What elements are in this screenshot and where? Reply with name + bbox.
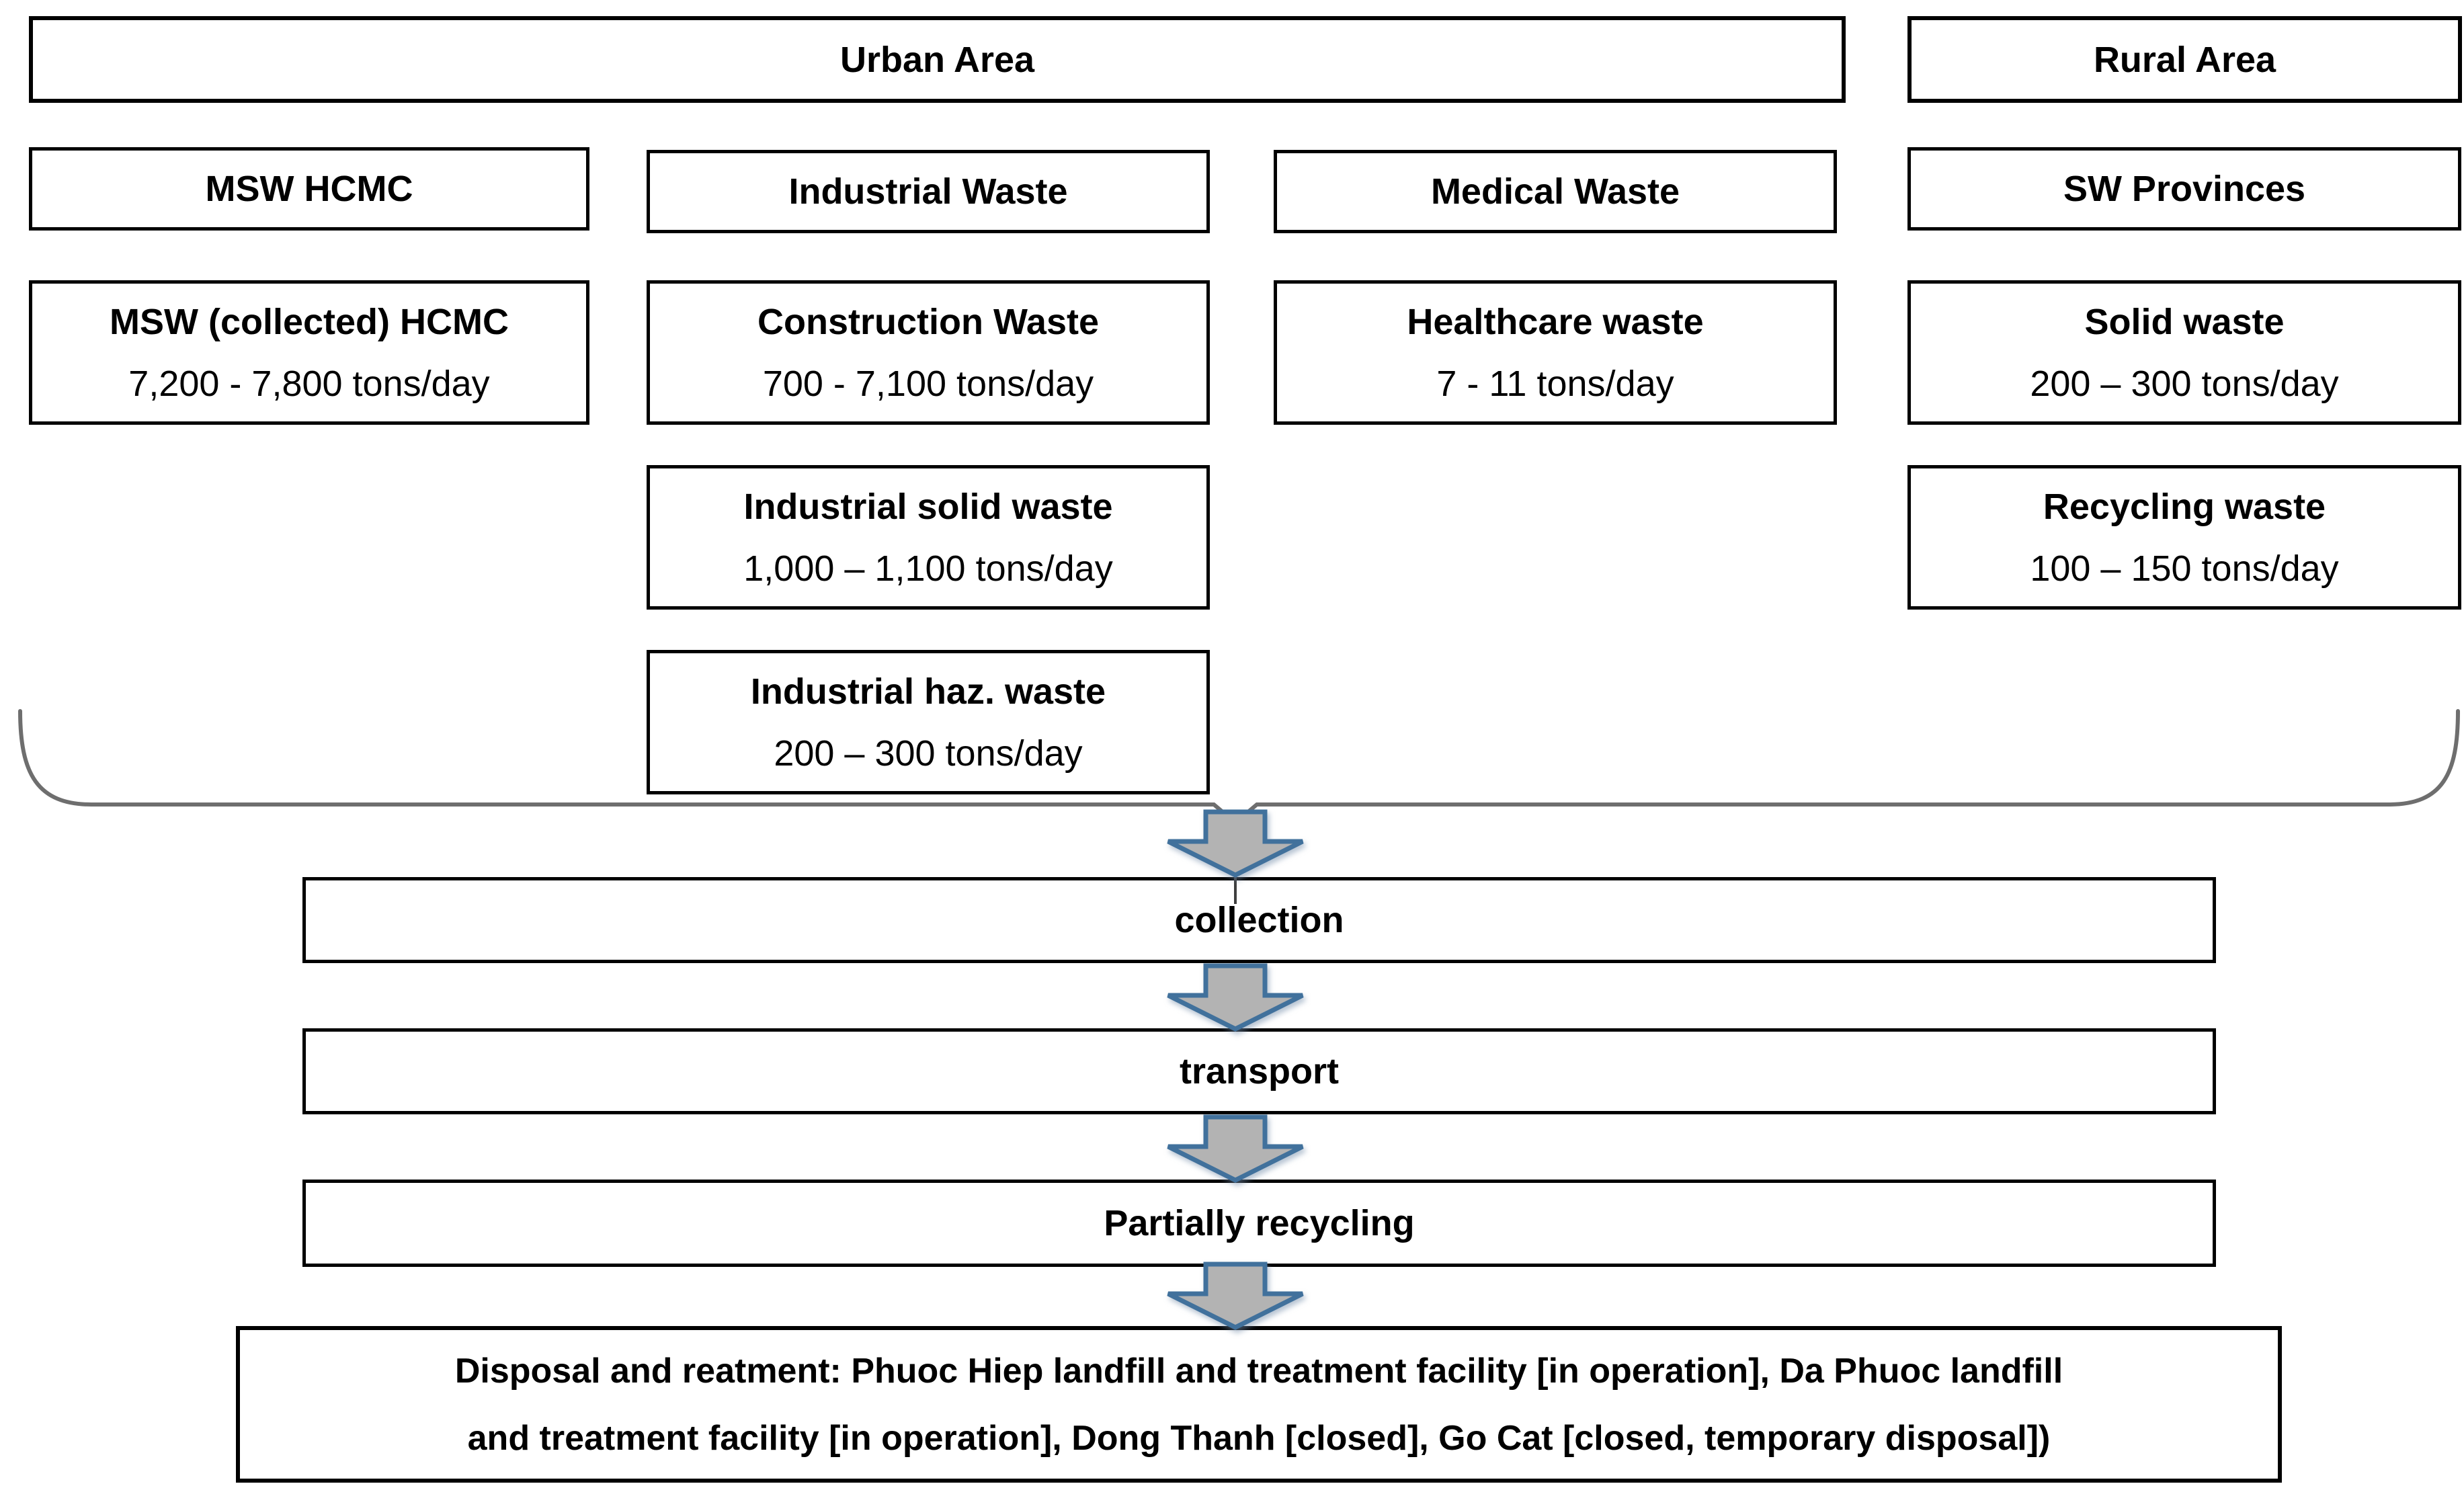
flow-step-label: collection	[1174, 900, 1344, 940]
box-value: 700 - 7,100 tons/day	[762, 363, 1094, 404]
box-msw-collected: MSW (collected) HCMC 7,200 - 7,800 tons/…	[29, 280, 589, 425]
down-arrow-icon	[1167, 1114, 1304, 1183]
brace-connector	[18, 709, 2460, 825]
flow-box-transport: transport	[302, 1028, 2216, 1114]
down-arrow-icon	[1167, 1262, 1304, 1330]
box-industrial-haz-waste: Industrial haz. waste 200 – 300 tons/day	[647, 650, 1210, 794]
rural-area-box: Rural Area	[1907, 16, 2462, 103]
urban-area-box: Urban Area	[29, 16, 1846, 103]
header-label: Medical Waste	[1430, 171, 1680, 212]
box-recycling-waste: Recycling waste 100 – 150 tons/day	[1907, 465, 2461, 610]
box-construction-waste: Construction Waste 700 - 7,100 tons/day	[647, 280, 1210, 425]
box-value: 100 – 150 tons/day	[2030, 548, 2339, 589]
header-label: Industrial Waste	[788, 171, 1068, 212]
box-title: Construction Waste	[757, 301, 1100, 342]
box-value: 200 – 300 tons/day	[2030, 363, 2339, 404]
header-industrial-waste: Industrial Waste	[647, 150, 1210, 233]
flow-box-collection: collection	[302, 877, 2216, 963]
header-label: MSW HCMC	[205, 169, 413, 209]
box-solid-waste: Solid waste 200 – 300 tons/day	[1907, 280, 2461, 425]
box-value: 200 – 300 tons/day	[774, 733, 1083, 774]
box-title: Recycling waste	[2043, 486, 2326, 527]
disposal-text-line: Disposal and reatment: Phuoc Hiep landfi…	[454, 1351, 2063, 1391]
box-title: Healthcare waste	[1407, 301, 1704, 342]
header-msw-hcmc: MSW HCMC	[29, 147, 589, 231]
box-title: Solid waste	[2084, 301, 2285, 342]
header-label: SW Provinces	[2063, 169, 2306, 209]
flow-step-label: transport	[1179, 1051, 1339, 1091]
box-value: 7 - 11 tons/day	[1436, 363, 1674, 404]
disposal-treatment-box: Disposal and reatment: Phuoc Hiep landfi…	[236, 1326, 2282, 1483]
box-value: 1,000 – 1,100 tons/day	[743, 548, 1113, 589]
box-industrial-solid-waste: Industrial solid waste 1,000 – 1,100 ton…	[647, 465, 1210, 610]
flow-step-label: Partially recycling	[1104, 1203, 1415, 1243]
down-arrow-icon	[1167, 809, 1304, 878]
rural-area-label: Rural Area	[2093, 39, 2276, 80]
disposal-text-line: and treatment facility [in operation], D…	[467, 1418, 2051, 1458]
down-arrow-icon	[1167, 963, 1304, 1032]
box-title: MSW (collected) HCMC	[110, 301, 509, 342]
box-title: Industrial solid waste	[743, 486, 1113, 527]
header-medical-waste: Medical Waste	[1274, 150, 1837, 233]
box-title: Industrial haz. waste	[750, 671, 1106, 712]
urban-area-label: Urban Area	[839, 39, 1035, 80]
box-value: 7,200 - 7,800 tons/day	[128, 363, 490, 404]
header-sw-provinces: SW Provinces	[1907, 147, 2461, 231]
box-healthcare-waste: Healthcare waste 7 - 11 tons/day	[1274, 280, 1837, 425]
flow-box-partially-recycling: Partially recycling	[302, 1180, 2216, 1267]
